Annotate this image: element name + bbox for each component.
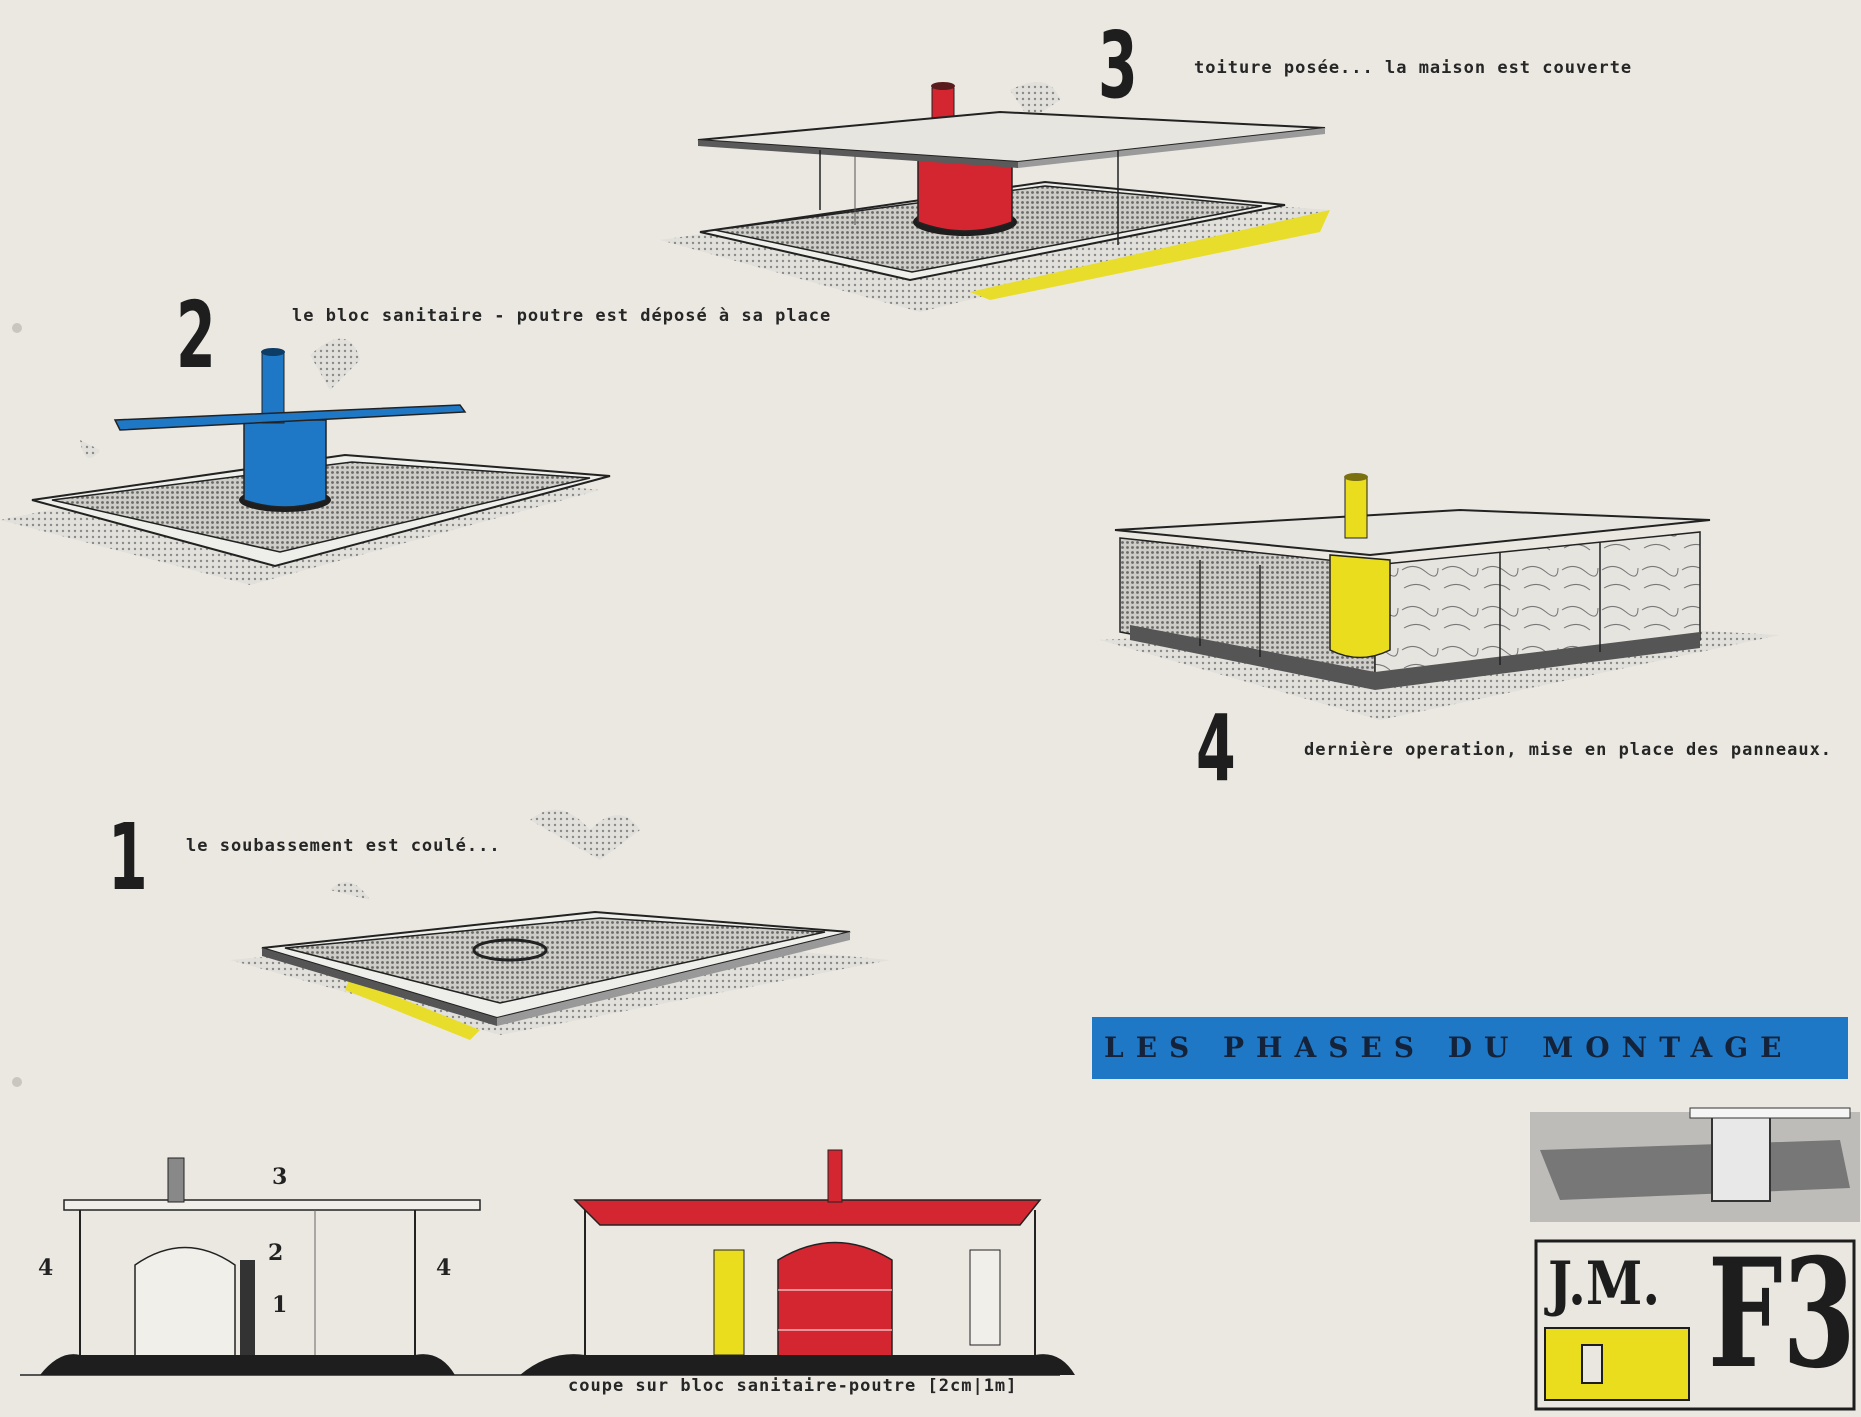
step-1-caption: le soubassement est coulé...: [186, 836, 501, 856]
poster-title: LES PHASES DU MONTAGE: [1104, 1031, 1794, 1064]
tree-shadow: [1010, 82, 1060, 120]
step-2-illustration: [0, 338, 611, 585]
punch-hole: [12, 323, 22, 333]
step-4-number: 4: [1196, 695, 1236, 802]
logo: J.M. F3: [1536, 1226, 1856, 1409]
yellow-accent: [970, 210, 1330, 300]
logo-frame: [1534, 1239, 1856, 1411]
section-label-roof: 3: [272, 1164, 288, 1190]
yellow-accent: [345, 978, 480, 1040]
step-2-caption: le bloc sanitaire - poutre est déposé à …: [292, 306, 832, 326]
tree-shadow: [530, 809, 640, 860]
step-4-caption: dernière operation, mise en place des pa…: [1304, 740, 1833, 760]
step-3-number: 3: [1098, 12, 1138, 119]
tree-shadow: [310, 338, 360, 390]
step-1-illustration: [230, 809, 890, 1040]
logo-photo: [1530, 1107, 1860, 1222]
logo-initials: J.M.: [1548, 1249, 1661, 1319]
punch-hole: [12, 1077, 22, 1087]
section-label-panel-right: 4: [436, 1255, 452, 1281]
step-3-illustration: [660, 82, 1330, 312]
section-label-base: 1: [272, 1292, 288, 1318]
section-right: [520, 1149, 1075, 1375]
step-2-number: 2: [176, 282, 216, 389]
section-caption: coupe sur bloc sanitaire-poutre [2cm|1m]: [568, 1376, 1018, 1396]
step-3-caption: toiture posée... la maison est couverte: [1194, 58, 1633, 78]
section-left: [20, 1157, 1060, 1376]
section-label-block: 2: [268, 1240, 284, 1266]
logo-code: F3: [1708, 1226, 1856, 1402]
section-label-panel-left: 4: [38, 1255, 54, 1281]
step-1-number: 1: [108, 804, 148, 911]
title-band: LES PHASES DU MONTAGE: [1092, 1017, 1848, 1079]
step-4-illustration: [1100, 473, 1780, 720]
